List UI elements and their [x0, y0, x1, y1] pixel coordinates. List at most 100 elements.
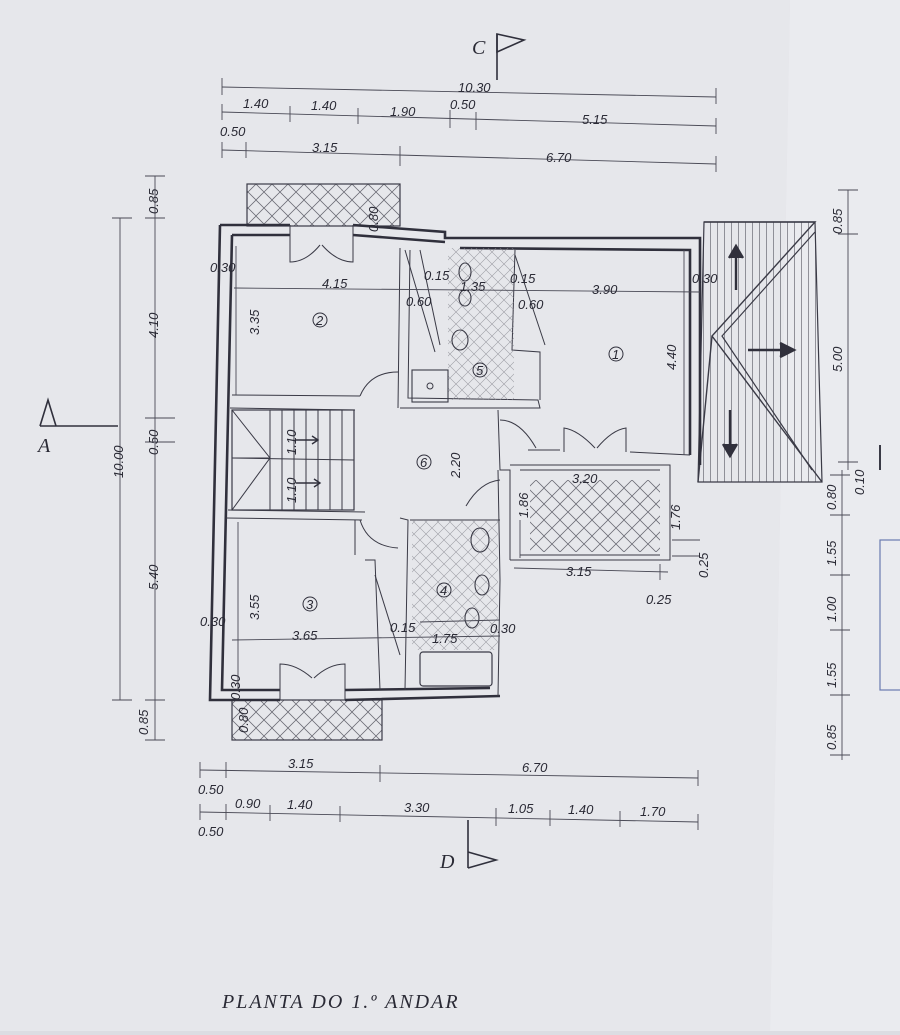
dim-right-top: 0.85 [830, 208, 845, 234]
staircase [231, 409, 355, 511]
dim-bot-r2-4: 1.05 [508, 801, 534, 816]
section-a-marker: A [36, 397, 118, 457]
dim-top-r1-2: 1.40 [311, 98, 337, 113]
section-a-label: A [36, 435, 51, 457]
room-labels: 1 2 3 4 5 6 [302, 312, 624, 612]
left-dimensions: 10.00 0.85 4.10 0.50 5.40 0.85 [111, 175, 175, 741]
dim-b4-l: 0.15 [390, 620, 416, 635]
dim-wc-top-m: 1.35 [460, 279, 486, 294]
bathtub-icon [419, 651, 493, 687]
shower-tray [411, 369, 449, 403]
dim-bot-r2-6: 1.70 [640, 804, 666, 819]
bath-fixtures [374, 249, 546, 687]
plan-title: PLANTA DO 1.º ANDAR [221, 991, 460, 1013]
dim-wc-sink-r: 0.60 [518, 297, 544, 312]
dim-right-b2: 1.55 [824, 540, 839, 566]
right-dimensions: 0.85 5.00 0.10 0.80 1.55 1.00 1.55 0.85 [824, 189, 867, 760]
room-6-label: 6 [420, 455, 428, 470]
roof-arrow-down-icon [721, 410, 739, 459]
dim-r3-wall-left: 0.30 [200, 614, 226, 629]
dim-top-total: 10.30 [458, 80, 491, 95]
dim-r3-width: 3.65 [292, 628, 318, 643]
sink-5-icon [451, 329, 469, 351]
dim-terrace-offset2: 0.25 [646, 592, 672, 607]
dim-left-5: 0.85 [136, 709, 151, 735]
shower-drain-icon [426, 382, 434, 390]
room-4-label: 4 [440, 583, 447, 598]
dim-bath-h: 1.86 [516, 492, 531, 518]
dim-terrace-w2: 3.15 [566, 564, 592, 579]
edge-stamp [879, 539, 900, 691]
paper-sheet [0, 0, 790, 1031]
dim-balcony-top: 0.80 [366, 206, 381, 232]
top-dimensions: 10.30 1.40 1.40 1.90 0.50 5.15 0.50 3.15… [220, 78, 717, 172]
dim-left-total: 10.00 [111, 445, 126, 478]
dim-right-b3: 1.00 [824, 596, 839, 622]
dim-stair-b: 1.10 [284, 477, 299, 503]
bidet-4-icon [464, 607, 480, 629]
dim-hall: 2.20 [448, 452, 463, 479]
dim-left-1: 0.85 [146, 188, 161, 214]
section-d-label: D [439, 851, 455, 873]
dim-left-3: 0.50 [146, 429, 161, 455]
dim-bot-balc: 0.80 [236, 707, 251, 733]
dim-right-b4: 1.55 [824, 662, 839, 688]
interior-dimensions: 0.30 4.15 3.35 0.80 0.15 1.35 0.15 0.60 … [200, 206, 718, 733]
dim-r1-height: 4.40 [664, 344, 679, 370]
dim-stair-a: 1.10 [284, 429, 299, 455]
toilet-5-icon [458, 262, 472, 282]
dim-terrace-h: 1.76 [668, 504, 683, 530]
dim-top-r1-5: 5.15 [582, 112, 608, 127]
sink-4-icon [470, 527, 490, 553]
section-d-marker: D [439, 820, 499, 873]
dim-wc-sink-l: 0.60 [406, 294, 432, 309]
roof-arrow-right-icon [748, 341, 797, 359]
dim-top-r1-4: 0.50 [450, 97, 476, 112]
dim-wc-top-r: 0.15 [510, 271, 536, 286]
dim-left-4: 5.40 [146, 564, 161, 590]
toilet-4-icon [474, 574, 490, 596]
bottom-balcony [231, 699, 383, 741]
roof-section [697, 221, 823, 483]
dim-r1-wall-right: 0.30 [692, 271, 718, 286]
dim-top-r3-2: 6.70 [546, 150, 572, 165]
dim-wc-top-l: 0.15 [424, 268, 450, 283]
doors [279, 225, 627, 700]
dim-r2-wall-left: 0.30 [210, 260, 236, 275]
dim-r2-width: 4.15 [322, 276, 348, 291]
dim-terrace-w: 3.20 [572, 471, 598, 486]
dim-bot-r2-3: 3.30 [404, 800, 430, 815]
section-c-marker: C [472, 33, 527, 80]
room-1-label: 1 [612, 347, 619, 362]
dim-b4-w: 1.75 [432, 631, 458, 646]
room-5-label: 5 [476, 363, 484, 378]
dim-top-r1-1: 1.40 [243, 96, 269, 111]
bath4-floor [412, 520, 498, 650]
terrace-floor [530, 480, 660, 552]
dim-bot-r1-1: 3.15 [288, 756, 314, 771]
dim-bot-r2-1: 0.90 [235, 796, 261, 811]
dim-bot-r1-left: 0.50 [198, 782, 224, 797]
dim-right-mid: 5.00 [830, 346, 845, 372]
dim-b4-r: 0.30 [490, 621, 516, 636]
dim-r2-height: 3.35 [247, 309, 262, 335]
room-3-label: 3 [306, 597, 314, 612]
exterior-walls [208, 223, 702, 702]
dim-bot-r1-2: 6.70 [522, 760, 548, 775]
section-c-label: C [472, 37, 486, 59]
dim-left-2: 4.10 [146, 312, 161, 338]
dim-bot-r2-left: 0.50 [198, 824, 224, 839]
dim-bot-r2-2: 1.40 [287, 797, 313, 812]
dim-top-r1-3: 1.90 [390, 104, 416, 119]
interior-dimension-lines [231, 246, 701, 690]
top-balcony [246, 183, 401, 227]
roof-arrow-up-icon [727, 243, 745, 290]
dim-top-r3-1: 3.15 [312, 140, 338, 155]
dim-r1-width: 3.90 [592, 282, 618, 297]
dim-r3-height: 3.55 [247, 594, 262, 620]
paper-fold [770, 0, 900, 1031]
dim-right-b1: 0.80 [824, 484, 839, 510]
room-2-label: 2 [315, 313, 324, 328]
dim-right-b5: 0.85 [824, 724, 839, 750]
